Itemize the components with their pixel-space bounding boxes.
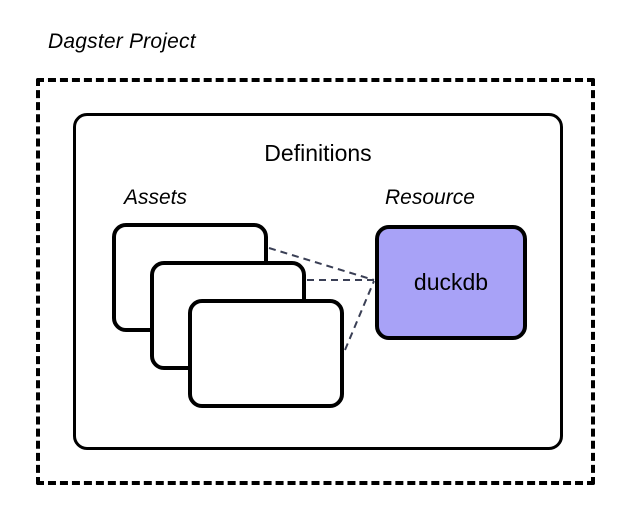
project-boundary [36, 78, 595, 485]
assets-group-label: Assets [124, 186, 188, 209]
asset-card[interactable] [188, 299, 344, 408]
resource-node-label: duckdb [413, 269, 489, 295]
definitions-title: Definitions [264, 140, 372, 166]
resource-node-duckdb[interactable]: duckdb [375, 225, 527, 340]
project-title: Dagster Project [48, 30, 196, 53]
resource-group-label: Resource [385, 186, 475, 209]
